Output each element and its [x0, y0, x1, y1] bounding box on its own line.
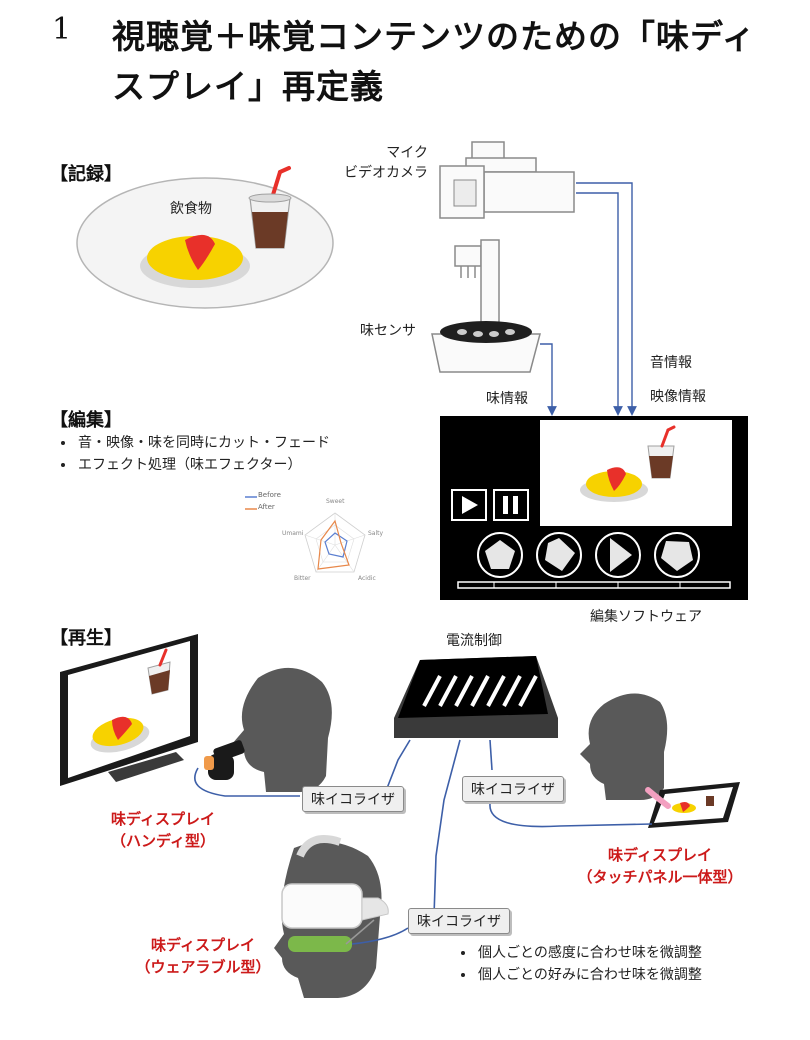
radar-legend-after: After — [258, 503, 275, 511]
section-record: 【記録】 — [50, 164, 122, 185]
equalizer-tag-handy: 味イコライザ — [302, 786, 404, 812]
pause-button — [493, 489, 529, 521]
touch-display-line-1: 味ディスプレイ — [608, 846, 712, 864]
edit-bullet-list: 音・映像・味を同時にカット・フェード エフェクト処理（味エフェクター） — [56, 432, 330, 476]
play-bullet-1: 個人ごとの感度に合わせ味を微調整 — [476, 942, 702, 964]
camera-label-line-2: ビデオカメラ — [344, 165, 428, 181]
heading-line-2: スプレイ」再定義 — [112, 67, 384, 106]
software-label: 編集ソフトウェア — [590, 609, 702, 625]
taste-sensor — [431, 239, 541, 373]
timeline-bar — [457, 581, 731, 589]
pause-icon — [503, 496, 508, 514]
handy-display-label: 味ディスプレイ （ハンディ型） — [88, 808, 238, 852]
play-icon — [462, 496, 478, 514]
current-control-label: 電流制御 — [446, 633, 502, 649]
handy-display-line-1: 味ディスプレイ — [111, 810, 215, 828]
taste-info-arrow — [540, 343, 557, 416]
play-bullet-list: 個人ごとの感度に合わせ味を微調整 個人ごとの好みに合わせ味を微調整 — [456, 942, 702, 986]
touch-panel-tablet — [645, 782, 740, 828]
video-info-label: 映像情報 — [650, 389, 706, 405]
taste-info-label: 味情報 — [486, 391, 528, 407]
touch-display-label: 味ディスプレイ （タッチパネル一体型） — [560, 844, 760, 888]
equalizer-tag-wearable: 味イコライザ — [408, 908, 510, 934]
user-head-handy — [204, 667, 332, 792]
wire-controller-equalizer-2 — [489, 739, 493, 771]
drink-cup — [248, 166, 292, 249]
touch-display-line-2: （タッチパネル一体型） — [577, 868, 743, 886]
user-head-touch — [580, 693, 668, 800]
sound-info-label: 音情報 — [650, 355, 692, 371]
user-head-wearable — [274, 835, 389, 998]
wire-equalizer-controller-1 — [383, 739, 411, 797]
edit-bullet-1: 音・映像・味を同時にカット・フェード — [76, 432, 330, 454]
camera-label-line-1: マイク — [386, 145, 428, 161]
video-camera — [439, 141, 575, 219]
sound-info-arrow — [576, 182, 637, 416]
radar-legend-before: Before — [258, 491, 281, 499]
wearable-display-line-1: 味ディスプレイ — [151, 936, 255, 954]
equalizer-tag-touch: 味イコライザ — [462, 776, 564, 802]
section-play: 【再生】 — [50, 628, 122, 649]
video-info-arrow — [576, 192, 623, 416]
play-bullet-2: 個人ごとの好みに合わせ味を微調整 — [476, 964, 702, 986]
wearable-display-label: 味ディスプレイ （ウェアラブル型） — [118, 934, 288, 978]
wire-controller-wearable — [433, 739, 461, 917]
radar-axis-sweet: Sweet — [326, 498, 345, 505]
radar-axis-acidic: Acidic — [358, 575, 376, 582]
television — [60, 634, 198, 786]
effect-knob-4 — [654, 532, 700, 578]
wire-equalizer-tablet — [489, 803, 653, 828]
editing-software-window — [440, 416, 748, 600]
section-edit: 【編集】 — [50, 410, 122, 431]
handy-display-line-2: （ハンディ型） — [111, 832, 215, 850]
wire-handy-equalizer — [194, 767, 300, 797]
radar-axis-umami: Umami — [282, 530, 304, 537]
effect-knob-2 — [536, 532, 582, 578]
radar-axis-salty: Salty — [368, 530, 384, 537]
wire-wearable-device — [351, 927, 409, 945]
heading-number: 1 — [52, 12, 72, 47]
food-label: 飲食物 — [170, 201, 212, 217]
effect-knob-1 — [477, 532, 523, 578]
radar-axis-bitter: Bitter — [294, 575, 311, 582]
edit-bullet-2: エフェクト処理（味エフェクター） — [76, 454, 330, 476]
wearable-display-line-2: （ウェアラブル型） — [135, 958, 271, 976]
taste-radar-chart — [245, 496, 366, 573]
heading-line-1: 視聴覚＋味覚コンテンツのための「味ディ — [112, 17, 756, 56]
current-controller — [394, 656, 558, 738]
sensor-label: 味センサ — [360, 323, 416, 339]
effect-knob-3 — [595, 532, 641, 578]
